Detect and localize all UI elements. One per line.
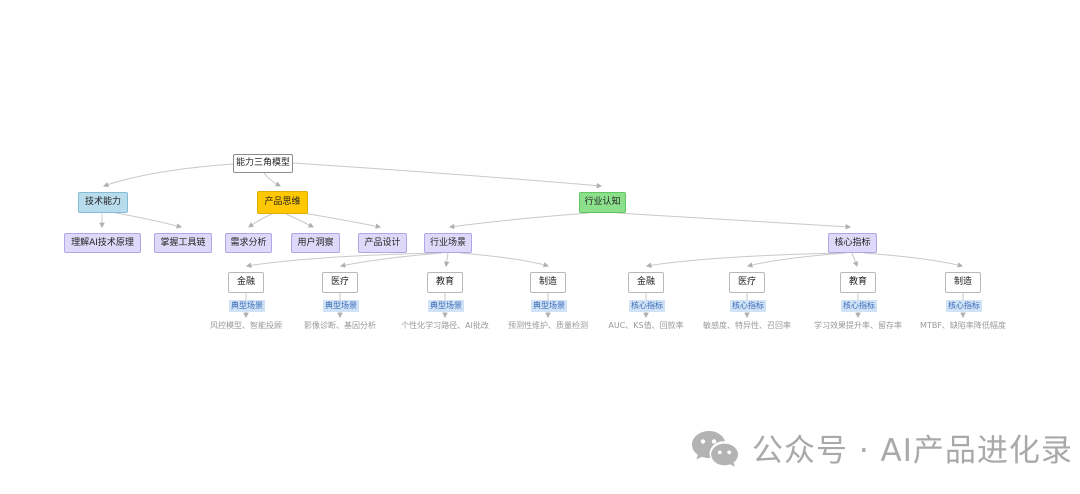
node-metric-manufacturing: 制造 xyxy=(945,272,981,293)
detail-finance-scenarios: 风控模型、智能投顾 xyxy=(210,321,282,330)
tag-typical-scenario-finance: 典型场景 xyxy=(229,300,265,312)
tag-typical-scenario-education: 典型场景 xyxy=(428,300,464,312)
node-scenario-manufacturing: 制造 xyxy=(530,272,566,293)
node-industry-knowledge: 行业认知 xyxy=(579,192,626,213)
detail-finance-metrics: AUC、KS值、回款率 xyxy=(608,321,684,330)
node-root: 能力三角模型 xyxy=(233,154,293,173)
detail-manufacturing-scenarios: 预测性维护、质量检测 xyxy=(508,321,588,330)
node-industry-scenarios: 行业场景 xyxy=(424,233,472,253)
node-metric-healthcare: 医疗 xyxy=(729,272,765,293)
node-metric-education: 教育 xyxy=(840,272,876,293)
watermark-text: 公众号 · AI产品进化录 xyxy=(752,432,1073,469)
node-understand-ai-principles: 理解AI技术原理 xyxy=(64,233,141,253)
wechat-icon xyxy=(690,429,742,474)
node-user-insight: 用户洞察 xyxy=(291,233,340,253)
tag-core-metric-finance: 核心指标 xyxy=(629,300,665,312)
detail-education-scenarios: 个性化学习路径、AI批改 xyxy=(401,321,489,330)
node-product-thinking: 产品思维 xyxy=(257,191,308,214)
detail-healthcare-metrics: 敏感度、特异性、召回率 xyxy=(703,321,791,330)
node-requirement-analysis: 需求分析 xyxy=(225,233,272,253)
tag-core-metric-manufacturing: 核心指标 xyxy=(946,300,982,312)
node-metric-finance: 金融 xyxy=(628,272,664,293)
node-tech-ability: 技术能力 xyxy=(78,192,128,213)
tag-core-metric-education: 核心指标 xyxy=(841,300,877,312)
tag-core-metric-healthcare: 核心指标 xyxy=(730,300,766,312)
node-master-toolchain: 掌握工具链 xyxy=(154,233,212,253)
node-scenario-healthcare: 医疗 xyxy=(322,272,358,293)
node-core-metrics: 核心指标 xyxy=(828,233,877,253)
detail-manufacturing-metrics: MTBF、缺陷率降低幅度 xyxy=(920,321,1006,330)
node-product-design: 产品设计 xyxy=(358,233,407,253)
detail-healthcare-scenarios: 影像诊断、基因分析 xyxy=(304,321,376,330)
watermark: 公众号 · AI产品进化录 xyxy=(690,428,1073,474)
detail-education-metrics: 学习效果提升率、留存率 xyxy=(814,321,902,330)
node-scenario-finance: 金融 xyxy=(228,272,264,293)
tag-typical-scenario-healthcare: 典型场景 xyxy=(323,300,359,312)
tag-typical-scenario-manufacturing: 典型场景 xyxy=(531,300,567,312)
node-scenario-education: 教育 xyxy=(427,272,463,293)
